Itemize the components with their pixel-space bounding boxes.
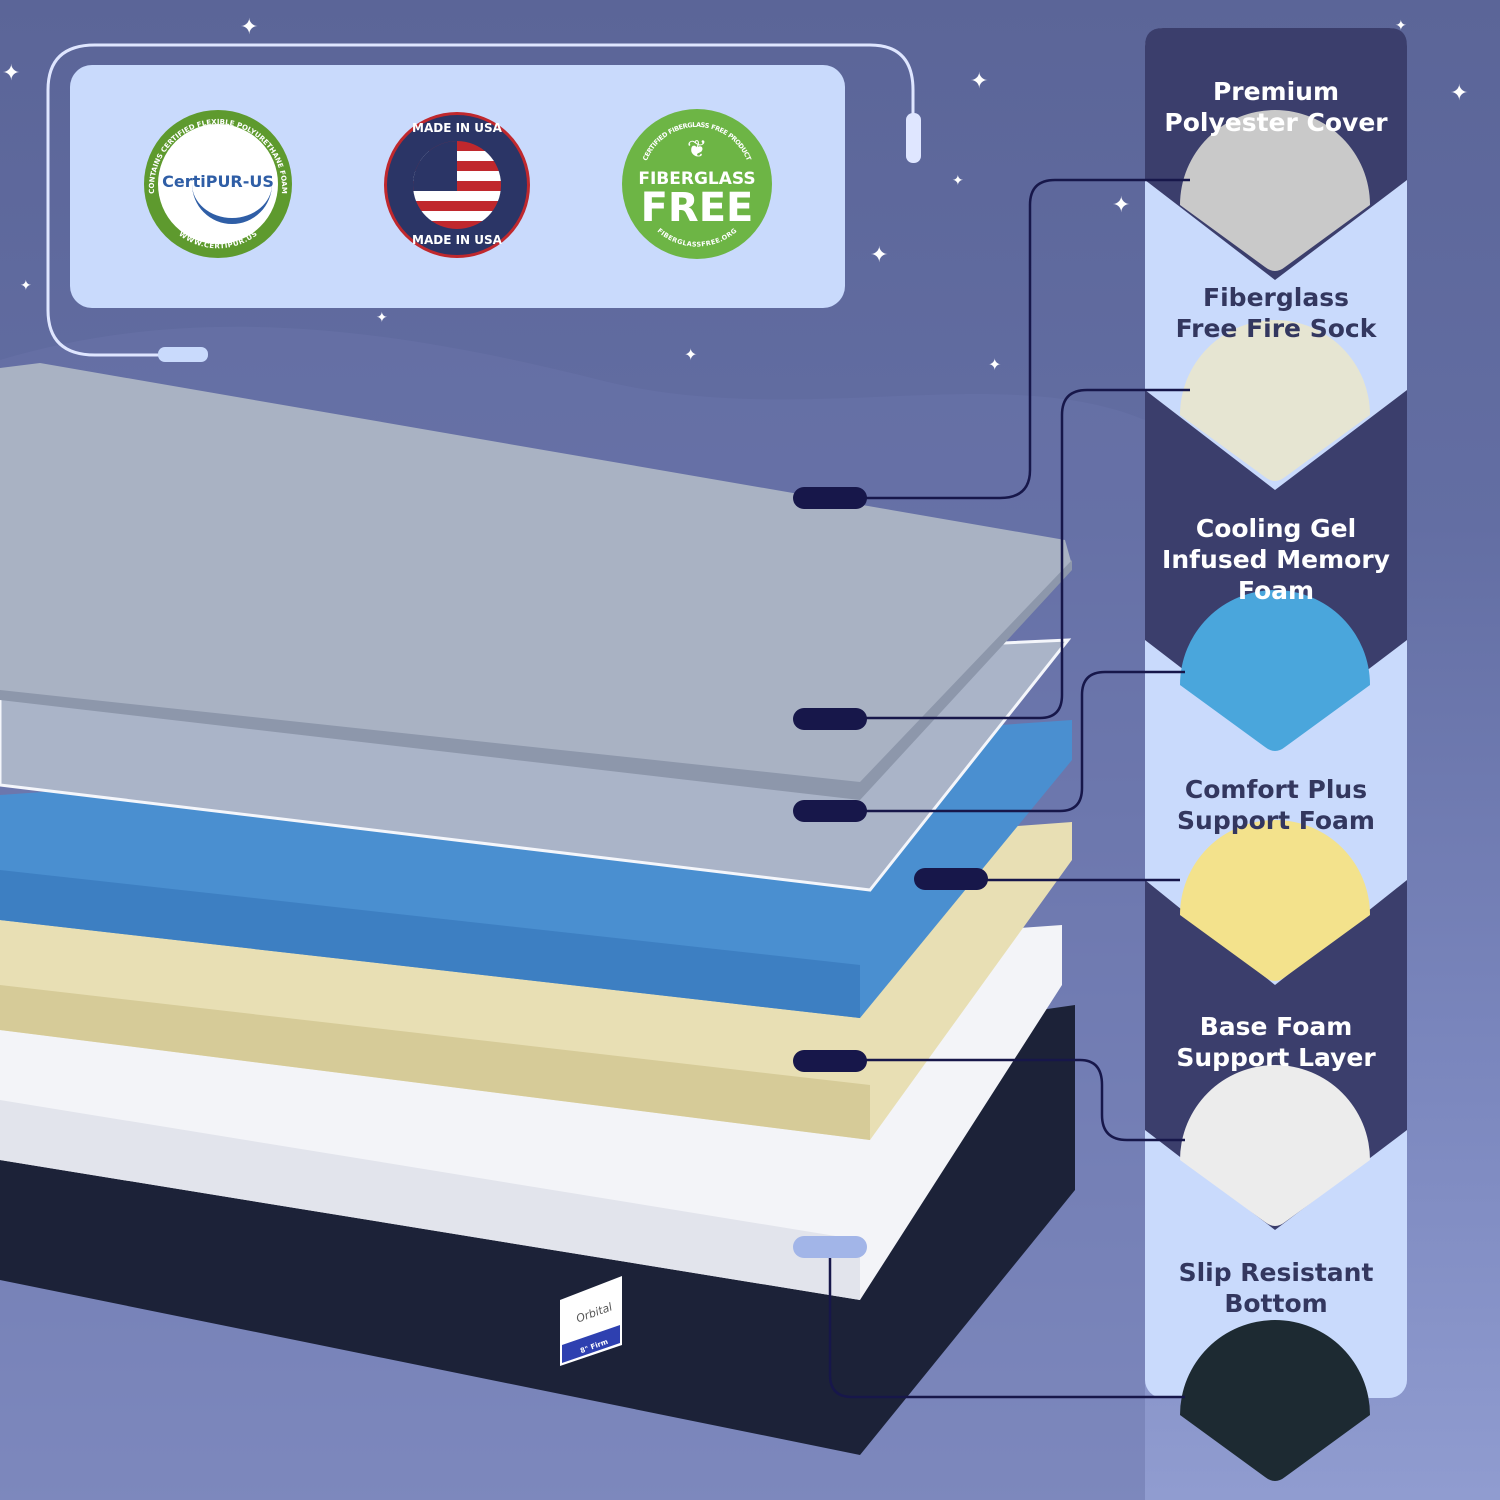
certification-panel: CertiPUR-US CONTAINS CERTIFIED FLEXIBLE … — [70, 65, 845, 308]
layer-label-base-foam: Base Foam Support Layer — [1176, 1012, 1376, 1072]
svg-text:✦: ✦ — [970, 69, 988, 94]
svg-text:✦: ✦ — [1450, 81, 1468, 106]
leaf-icon: ❦ — [686, 135, 708, 163]
layer-swatch — [1180, 1320, 1370, 1481]
outline-pill — [906, 113, 921, 163]
certipur-url-text: WWW.CERTIPUR.US — [177, 230, 258, 251]
svg-text:✦: ✦ — [376, 310, 388, 326]
layer-label-comfort-foam: Comfort Plus Support Foam — [1177, 775, 1375, 835]
layer-swatch — [1180, 1065, 1370, 1226]
layer-label-cooling-gel: Cooling Gel Infused Memory Foam — [1162, 514, 1390, 605]
layer-swatch — [1180, 320, 1370, 481]
connector-lines — [828, 178, 1190, 1399]
layer-swatch — [1180, 110, 1370, 271]
made-in-usa-badge: MADE IN USA MADE IN USA — [384, 112, 530, 258]
svg-text:✦: ✦ — [952, 173, 964, 189]
svg-text:✦: ✦ — [2, 61, 20, 86]
connector-pills — [793, 487, 988, 1258]
layer-label-slip-bottom: Slip Resistant Bottom — [1178, 1258, 1374, 1318]
svg-text:✦: ✦ — [1112, 193, 1130, 218]
layer-label-fire-sock: Fiberglass Free Fire Sock — [1175, 283, 1377, 343]
usa-top-text: MADE IN USA — [412, 121, 502, 135]
certipur-ring-text: CONTAINS CERTIFIED FLEXIBLE POLYURETHANE… — [148, 118, 288, 194]
mattress-tag: Orbital 8" Firm — [560, 1276, 622, 1366]
layer-label-cover: Premium Polyester Cover — [1164, 77, 1388, 137]
svg-text:✦: ✦ — [684, 345, 697, 364]
layer-swatch — [1180, 820, 1370, 981]
certipur-ring: CONTAINS CERTIFIED FLEXIBLE POLYURETHANE… — [148, 118, 288, 251]
certipur-logo-text: CertiPUR-US — [162, 172, 274, 191]
svg-text:✦: ✦ — [988, 355, 1001, 374]
svg-text:✦: ✦ — [240, 15, 258, 40]
layer-swatch — [1180, 590, 1370, 751]
outline-pill — [158, 347, 208, 362]
fiberglass-ring: CERTIFIED FIBERGLASS FREE PRODUCT FIBERG… — [641, 121, 753, 249]
panel-outline — [46, 43, 915, 357]
cover-layer — [0, 363, 1072, 792]
fiberglass-free-badge: ❦ FIBERGLASS FREE CERTIFIED FIBERGLASS F… — [622, 109, 772, 259]
usa-bottom-text: MADE IN USA — [412, 233, 502, 247]
certipur-badge: CertiPUR-US CONTAINS CERTIFIED FLEXIBLE … — [144, 110, 292, 258]
free-text: FREE — [640, 185, 754, 231]
fiberglass-text: FIBERGLASS — [638, 169, 756, 189]
fiberglass-ring-text: CERTIFIED FIBERGLASS FREE PRODUCT — [641, 121, 753, 163]
svg-text:✦: ✦ — [20, 278, 32, 294]
stars-decoration: ✦✦ ✦✦ ✦✦ ✦✦ ✦✦ ✦✦ — [2, 15, 1468, 374]
fiberglass-url-text: FIBERGLASSFREE.ORG — [656, 227, 739, 249]
mattress: Orbital 8" Firm — [0, 363, 1075, 1455]
svg-text:✦: ✦ — [870, 243, 888, 268]
